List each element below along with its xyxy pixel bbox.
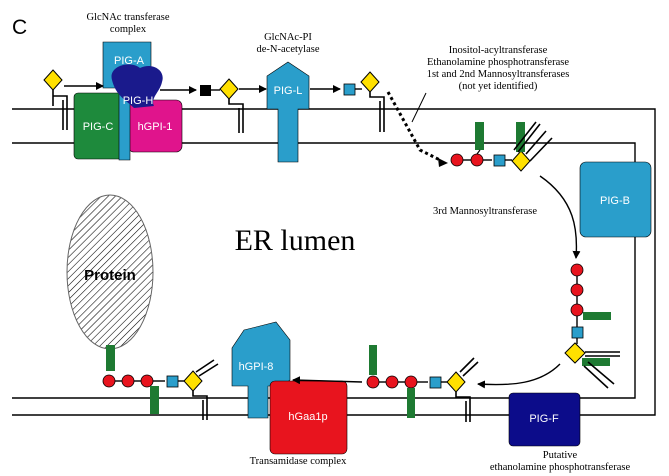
hgpi-8-protein: hGPI-8 xyxy=(231,321,291,419)
pig-b-shape xyxy=(579,161,652,238)
hgaa1p-label: hGaa1p xyxy=(288,411,327,423)
inositol-shape xyxy=(360,71,380,93)
pig-c-protein: PIG-C xyxy=(73,92,123,160)
protein-label: Protein xyxy=(84,267,136,284)
hgpi-8-shape xyxy=(231,321,291,419)
pig-f-shape xyxy=(508,392,581,447)
anchored-protein: Protein xyxy=(66,194,154,350)
unidentified-line3: 1st and 2nd Mannosyltransferases xyxy=(426,69,570,80)
pig-f-protein: PIG-F xyxy=(508,392,581,447)
transamidase-label: Transamidase complex xyxy=(249,456,347,467)
deacetylase-line2: de-N-acetylase xyxy=(256,44,320,55)
pig-a-label: PIG-A xyxy=(114,55,145,67)
glcnac-transferase-line2: complex xyxy=(109,24,147,35)
glucosamine-shape xyxy=(343,83,356,96)
man4-intermediate xyxy=(564,263,620,389)
hgpi-1-protein: hGPI-1 xyxy=(127,99,183,153)
deacetylase-label: GlcNAc-PI de-N-acetylase xyxy=(238,32,338,56)
glcnac-pi-molecule xyxy=(200,78,244,133)
unidentified-line1: Inositol-acyltransferase xyxy=(448,45,548,56)
panel-letter: C xyxy=(12,16,27,39)
pig-l-protein: PIG-L xyxy=(266,61,310,163)
man3-intermediate xyxy=(450,121,553,172)
pig-h-label: PIG-H xyxy=(123,95,154,107)
putative-label: Putative ethanolamine phosphotransferase xyxy=(480,450,640,474)
inositol-shape xyxy=(43,69,63,91)
unidentified-enzymes-label: Inositol-acyltransferase Ethanolamine ph… xyxy=(398,45,598,93)
pig-l-label: PIG-L xyxy=(274,85,303,97)
pig-b-label: PIG-B xyxy=(600,195,630,207)
flip-arrow xyxy=(386,91,441,162)
pig-c-label: PIG-C xyxy=(83,121,114,133)
unidentified-line4: (not yet identified) xyxy=(458,81,538,92)
mannosyltransferase3-label: 3rd Mannosyltransferase xyxy=(432,206,538,217)
glcn-pi-molecule xyxy=(343,71,385,132)
pig-l-shape xyxy=(266,61,310,163)
pig-f-label: PIG-F xyxy=(529,413,559,425)
putative-line1: Putative xyxy=(542,450,578,461)
pig-h-shape xyxy=(111,64,163,108)
hgpi-1-label: hGPI-1 xyxy=(138,121,173,133)
complete-gpi xyxy=(366,345,479,422)
pig-h-protein: PIG-H xyxy=(111,64,163,108)
er-lumen-label: ER lumen xyxy=(235,224,356,257)
putative-line2: ethanolamine phosphotransferase xyxy=(489,462,631,473)
deacetylase-line1: GlcNAc-PI xyxy=(264,32,312,43)
protein-anchored-gpi xyxy=(102,345,219,420)
pig-b-protein: PIG-B xyxy=(579,161,652,238)
pi-molecule xyxy=(43,69,68,130)
unidentified-line2: Ethanolamine phosphotransferase xyxy=(427,57,569,68)
glcnac-shape xyxy=(200,85,211,96)
glcnac-transferase-line1: GlcNAc transferase xyxy=(86,12,170,23)
hgaa1p-protein: hGaa1p xyxy=(269,380,348,455)
hgpi-8-label: hGPI-8 xyxy=(239,361,274,373)
glcnac-transferase-label: GlcNAc transferase complex xyxy=(68,12,188,36)
inositol-shape xyxy=(219,78,239,100)
